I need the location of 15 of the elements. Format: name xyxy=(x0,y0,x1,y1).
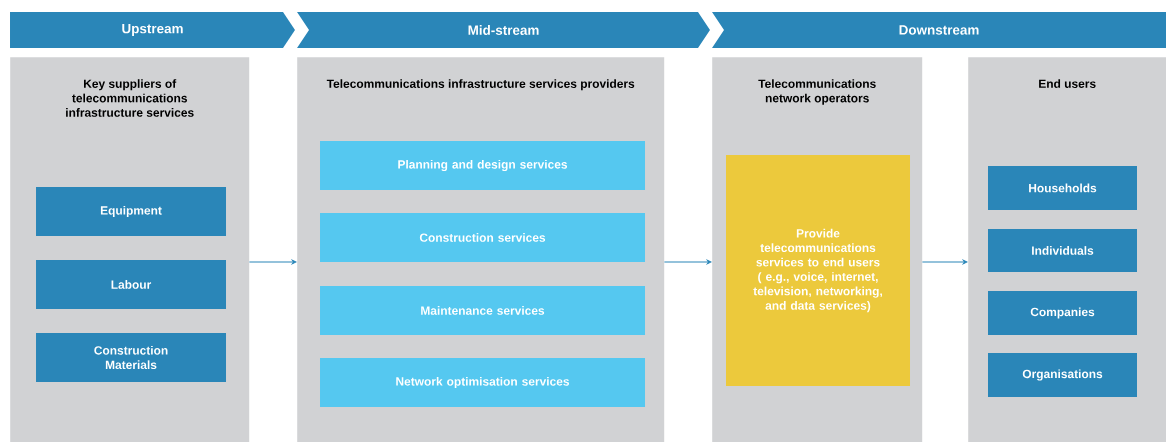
category-box: Equipment xyxy=(36,187,226,236)
service-box: Network optimisation services xyxy=(320,358,645,407)
category-box: Companies xyxy=(988,291,1137,335)
service-box: Maintenance services xyxy=(320,286,645,335)
stage-banner: Mid-stream xyxy=(297,12,710,48)
category-box: Organisations xyxy=(988,353,1137,397)
description-box: Provide telecommunications services to end users ( e.g., voice, internet, television, networking, and data services) xyxy=(726,155,910,386)
category-box: Construction Materials xyxy=(36,333,226,382)
service-box: Construction services xyxy=(320,213,645,262)
category-box: Individuals xyxy=(988,229,1137,272)
stage-banner: Upstream xyxy=(10,12,295,48)
service-box: Planning and design services xyxy=(320,141,645,190)
category-box: Labour xyxy=(36,260,226,309)
category-box: Households xyxy=(988,166,1137,210)
stage-banner: Downstream xyxy=(712,12,1166,48)
